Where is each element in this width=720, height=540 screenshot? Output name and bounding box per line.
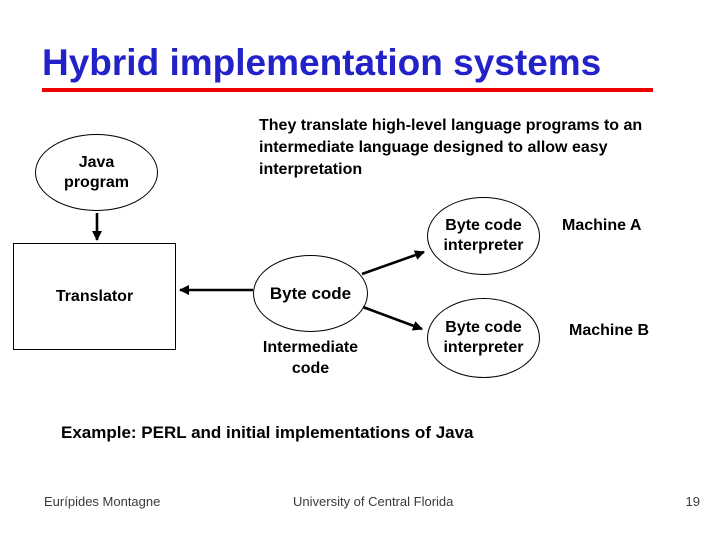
arrow-bytecode-to-interpreter-b-icon xyxy=(362,305,423,331)
java-program-label: Java program xyxy=(64,153,129,191)
footer-author: Eurípides Montagne xyxy=(44,494,161,509)
translator-label: Translator xyxy=(55,287,134,305)
description-text: They translate high-level language progr… xyxy=(259,117,643,178)
byte-code-label: Byte code xyxy=(269,283,352,303)
footer-institution: University of Central Florida xyxy=(293,494,454,509)
machine-a-label: Machine A xyxy=(562,217,642,234)
node-java-program: Java program xyxy=(35,134,158,211)
node-byte-code-interpreter-b: Byte code interpreter xyxy=(427,298,540,378)
interpreter-b-label: Byte code interpreter xyxy=(443,319,524,356)
title-underline xyxy=(42,88,653,92)
node-byte-code: Byte code xyxy=(253,255,368,332)
node-byte-code-interpreter-a: Byte code interpreter xyxy=(427,197,540,275)
intermediate-code-label: Intermediate code xyxy=(262,339,359,377)
interpreter-a-label: Byte code interpreter xyxy=(443,217,524,254)
machine-b-label: Machine B xyxy=(569,322,650,339)
example-text: Example: PERL and initial implementation… xyxy=(61,423,474,442)
arrow-bytecode-to-interpreter-a-icon xyxy=(361,250,425,276)
footer-page-number: 19 xyxy=(685,494,700,509)
node-translator: Translator xyxy=(13,243,176,350)
slide-title: Hybrid implementation systems xyxy=(42,42,602,83)
